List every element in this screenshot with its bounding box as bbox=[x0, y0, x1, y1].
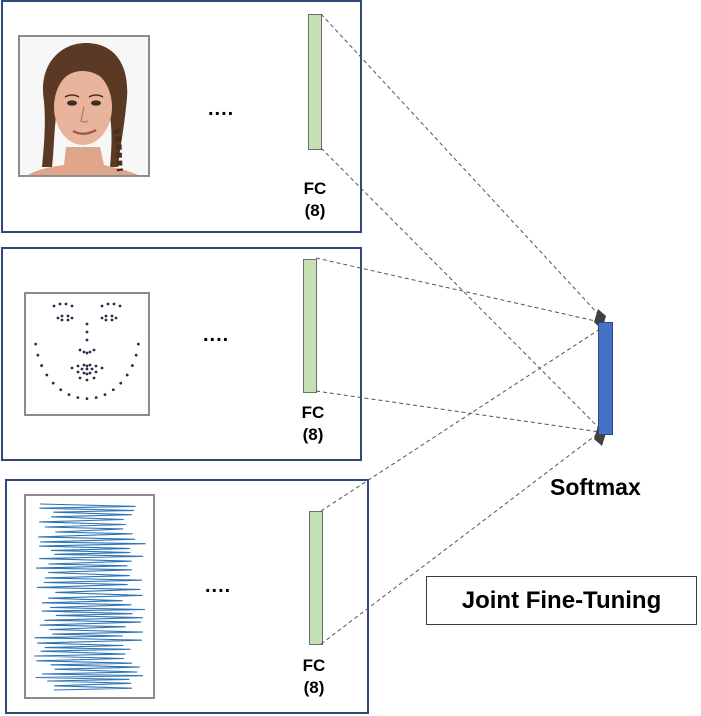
fc-layer-label: FC (8) bbox=[285, 178, 345, 222]
landmark-point bbox=[111, 388, 115, 392]
landmark-point bbox=[119, 381, 123, 385]
landmark-point bbox=[40, 364, 44, 367]
landmark-point bbox=[85, 322, 89, 326]
landmark-point bbox=[64, 302, 68, 306]
landmark-point bbox=[90, 367, 94, 371]
landmark-point bbox=[100, 316, 104, 320]
landmark-point bbox=[85, 367, 89, 371]
landmark-point bbox=[85, 351, 89, 355]
signal-thumbnail bbox=[24, 494, 155, 699]
landmark-point bbox=[36, 353, 40, 357]
fc-layer-bar bbox=[303, 259, 317, 393]
connector-line bbox=[320, 147, 601, 430]
landmark-point bbox=[82, 371, 86, 375]
landmark-point bbox=[34, 342, 38, 346]
connector-line bbox=[315, 390, 601, 433]
fc-label-name: FC bbox=[303, 179, 327, 198]
landmark-point bbox=[104, 314, 108, 318]
branch-panel-face: .... FC (8) bbox=[1, 0, 362, 233]
fc-layer-bar bbox=[308, 14, 322, 150]
connector-line bbox=[320, 431, 601, 645]
landmark-point bbox=[88, 363, 92, 367]
landmark-point bbox=[94, 396, 98, 399]
softmax-layer-bar bbox=[598, 322, 613, 435]
landmark-point bbox=[78, 348, 82, 352]
connector-line bbox=[315, 257, 601, 323]
landmark-point bbox=[92, 348, 96, 352]
landmark-point bbox=[70, 366, 74, 370]
landmark-point bbox=[130, 364, 134, 367]
landmark-point bbox=[118, 304, 122, 308]
landmark-point bbox=[94, 364, 98, 368]
ellipsis-text: .... bbox=[208, 98, 235, 120]
landmark-point bbox=[106, 302, 110, 306]
landmark-point bbox=[80, 367, 84, 371]
landmark-point bbox=[85, 338, 89, 342]
fc-label-size: (8) bbox=[304, 201, 326, 220]
landmark-point bbox=[136, 342, 140, 346]
landmark-point bbox=[85, 397, 89, 400]
landmark-point bbox=[110, 318, 114, 322]
fc-label-name: FC bbox=[301, 403, 325, 422]
face-photo-icon bbox=[20, 37, 148, 175]
landmark-point bbox=[134, 353, 138, 357]
landmark-point bbox=[103, 393, 107, 397]
landmark-point bbox=[88, 350, 92, 354]
joint-fine-tuning-box: Joint Fine-Tuning bbox=[426, 576, 697, 625]
connector-line bbox=[320, 13, 601, 317]
landmark-point bbox=[85, 372, 89, 376]
signal-trace bbox=[33, 503, 146, 691]
landmark-point bbox=[51, 381, 55, 385]
landmark-point bbox=[100, 366, 104, 370]
branch-panel-landmarks: .... FC (8) bbox=[1, 247, 362, 461]
landmark-point bbox=[67, 393, 71, 397]
fc-label-size: (8) bbox=[302, 425, 324, 444]
landmark-point bbox=[94, 370, 98, 374]
fc-label-size: (8) bbox=[303, 678, 325, 697]
fc-layer-label: FC (8) bbox=[284, 655, 344, 699]
landmark-point bbox=[85, 330, 89, 334]
landmark-point bbox=[110, 314, 114, 318]
landmark-point bbox=[70, 304, 74, 308]
landmark-point bbox=[66, 314, 70, 318]
landmark-point bbox=[56, 316, 60, 320]
landmark-point bbox=[70, 316, 74, 320]
landmark-point bbox=[85, 378, 89, 382]
branch-panel-signal: .... FC (8) bbox=[5, 479, 369, 714]
landmark-point bbox=[60, 318, 64, 322]
landmark-point bbox=[100, 304, 104, 308]
joint-fine-tuning-label: Joint Fine-Tuning bbox=[461, 586, 662, 614]
landmark-point bbox=[52, 304, 56, 308]
ellipsis-text: .... bbox=[203, 324, 230, 346]
landmark-point bbox=[59, 388, 63, 392]
landmark-point bbox=[112, 302, 116, 306]
ellipsis-text: .... bbox=[205, 575, 232, 597]
fc-label-name: FC bbox=[302, 656, 326, 675]
landmark-point bbox=[114, 316, 118, 320]
face-photo-thumbnail bbox=[18, 35, 150, 177]
fc-layer-label: FC (8) bbox=[283, 402, 343, 446]
landmark-point bbox=[92, 376, 96, 380]
landmark-point bbox=[88, 371, 92, 375]
landmark-point bbox=[76, 370, 80, 374]
landmark-point bbox=[66, 318, 70, 322]
landmark-point bbox=[82, 363, 86, 367]
landmark-point bbox=[104, 318, 108, 322]
landmark-point bbox=[58, 302, 62, 306]
signal-waveform-icon bbox=[33, 503, 146, 691]
landmark-point bbox=[60, 314, 64, 318]
landmark-point bbox=[82, 350, 86, 354]
landmark-point bbox=[78, 376, 82, 380]
fc-layer-bar bbox=[309, 511, 323, 645]
landmark-point bbox=[76, 364, 80, 368]
softmax-label: Softmax bbox=[550, 474, 641, 500]
landmark-point bbox=[76, 396, 80, 399]
landmark-point bbox=[45, 373, 49, 377]
facial-landmarks-icon bbox=[34, 302, 140, 400]
landmark-point bbox=[125, 373, 129, 377]
landmarks-thumbnail bbox=[24, 292, 150, 416]
landmark-point bbox=[85, 364, 89, 368]
